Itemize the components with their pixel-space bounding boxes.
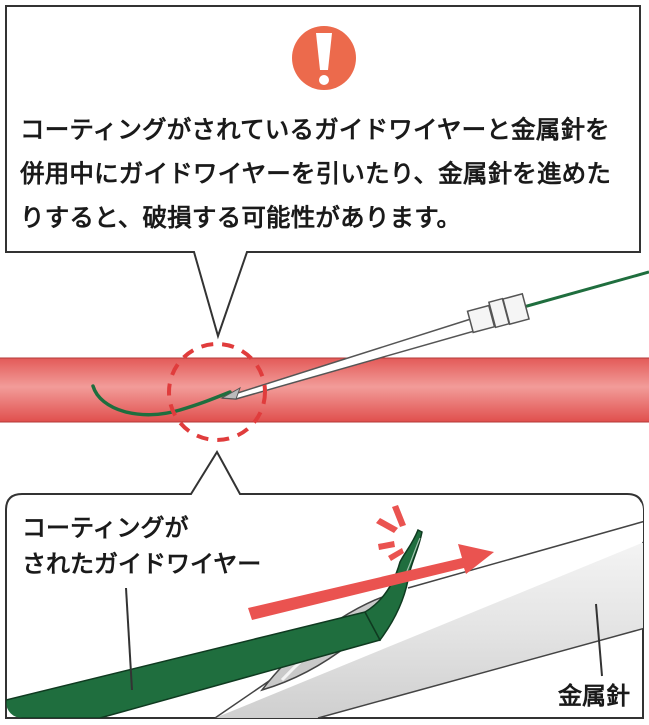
needle-label: 金属針 <box>558 682 630 710</box>
damage-spark-icon <box>376 505 406 561</box>
guidewire-leader-line <box>125 587 133 691</box>
exclamation-icon <box>292 26 356 90</box>
guidewire-label-line2: されたガイドワイヤー <box>22 550 262 578</box>
needle-overview <box>220 292 530 400</box>
warning-callout <box>5 5 641 340</box>
needle-leader-line <box>595 603 603 677</box>
warning-line-1: コーティングがされているガイドワイヤーと金属針を <box>20 115 610 144</box>
push-arrow-icon <box>248 544 494 620</box>
warning-line-2: 併用中にガイドワイヤーを引いたり、金属針を進めた <box>20 159 612 188</box>
warning-line-3: りすると、破損する可能性があります。 <box>20 203 462 232</box>
guidewire-label-line1: コーティングが <box>22 514 189 542</box>
highlight-circle <box>167 342 267 442</box>
